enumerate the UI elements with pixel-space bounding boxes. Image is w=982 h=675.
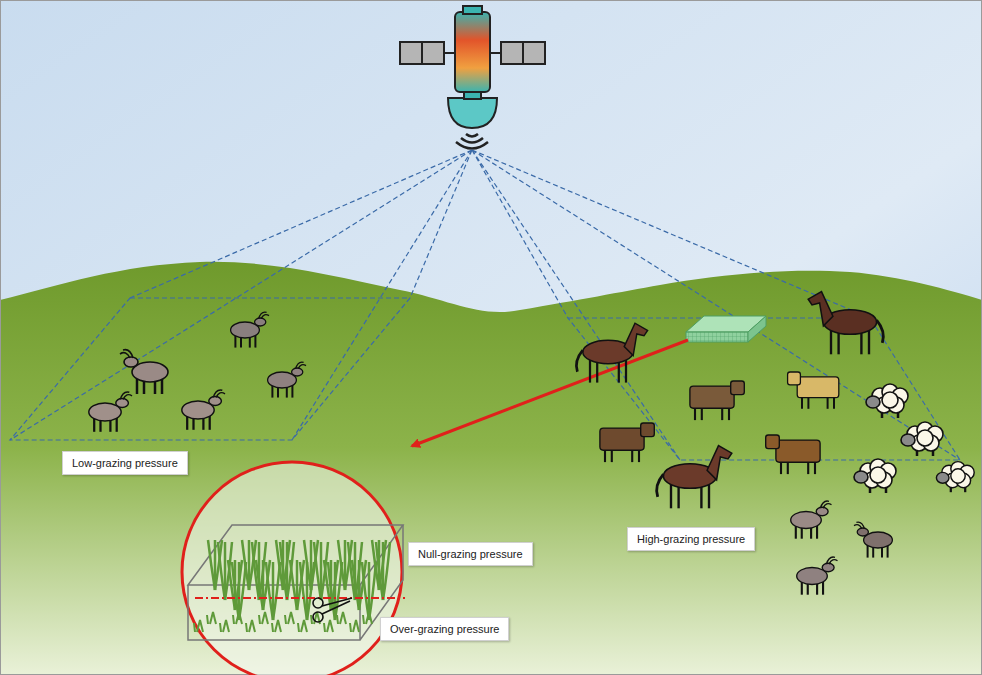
cow-figure (600, 423, 654, 462)
label-box: Null-grazing pressure (408, 542, 533, 566)
magnified-plot (182, 462, 405, 675)
satellite (400, 6, 545, 149)
sheep-figure (901, 422, 943, 456)
area-label: Low-grazing pressure (72, 456, 178, 470)
goat-figure (268, 362, 306, 397)
sample-plot (686, 316, 766, 342)
cow-figure (788, 372, 839, 409)
horse-figure (808, 292, 883, 355)
label-box: High-grazing pressure (627, 527, 755, 551)
sensor-footprint (10, 150, 960, 460)
area-label: High-grazing pressure (637, 532, 745, 546)
horse-figure (657, 446, 732, 509)
label-box: Low-grazing pressure (62, 451, 188, 475)
goat-figure (89, 392, 132, 432)
goat-figure (854, 522, 892, 557)
cow-figure (690, 381, 744, 420)
cow-figure (766, 435, 820, 474)
goat-figure (791, 501, 832, 539)
area-label: Null-grazing pressure (418, 547, 523, 561)
zoom-arrow (412, 340, 688, 446)
goat-figure (182, 390, 225, 430)
goat-figure (797, 557, 838, 595)
goat-figure (120, 350, 168, 394)
area-label: Over-grazing pressure (390, 622, 499, 636)
horse-figure (576, 323, 647, 382)
goat-figure (231, 312, 269, 347)
sheep-figure (866, 384, 908, 418)
label-box: Over-grazing pressure (380, 617, 509, 641)
sheep-figure (936, 462, 974, 493)
sheep-figure (854, 459, 896, 493)
